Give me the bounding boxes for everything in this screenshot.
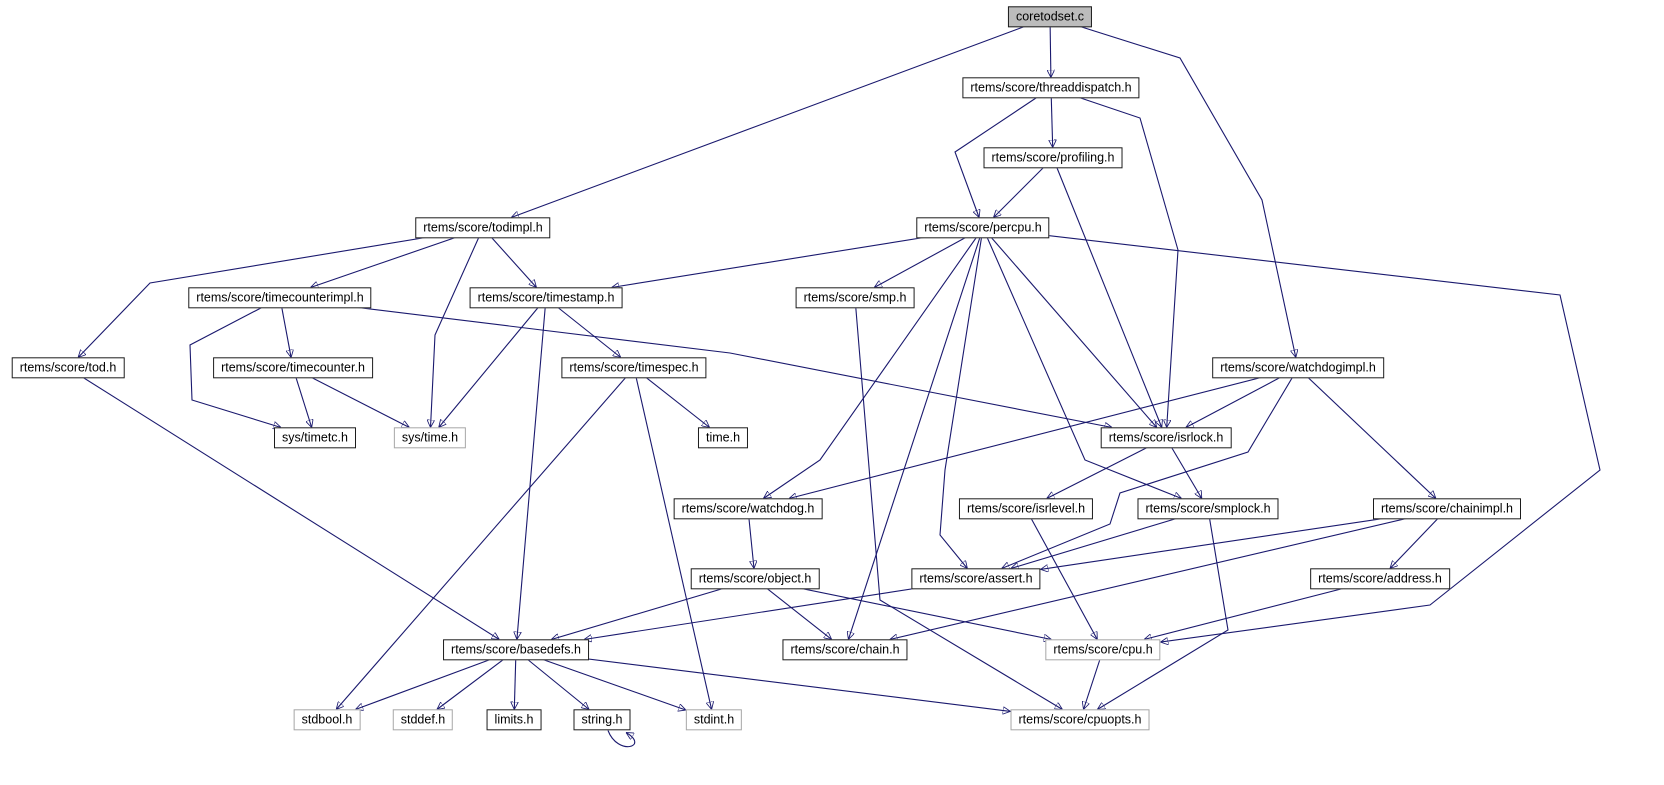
edge-threaddispatch-percpu [954, 87, 1052, 218]
node-label: rtems/score/timecounter.h [221, 360, 365, 375]
edge-smp-cpuopts [854, 297, 1063, 710]
node-smplock[interactable]: rtems/score/smplock.h [1137, 498, 1279, 520]
node-label: rtems/score/cpuopts.h [1018, 712, 1142, 727]
node-label: stdbool.h [301, 712, 353, 727]
node-chain[interactable]: rtems/score/chain.h [782, 639, 908, 661]
edge-smplock-cpuopts [1097, 508, 1229, 710]
edge-percpu-smplock [982, 227, 1182, 499]
node-label: sys/timetc.h [282, 430, 348, 445]
edge-chainimpl-chain [890, 508, 1448, 640]
node-string[interactable]: string.h [573, 709, 631, 731]
node-label: rtems/score/tod.h [19, 360, 117, 375]
node-label: rtems/score/smp.h [803, 290, 907, 305]
node-smp[interactable]: rtems/score/smp.h [795, 287, 915, 309]
edge-percpu-chain [848, 227, 984, 640]
node-basedefs[interactable]: rtems/score/basedefs.h [443, 639, 589, 661]
node-coretodset_c: coretodset.c [1007, 6, 1093, 28]
node-label: time.h [705, 430, 741, 445]
node-label: coretodset.c [1015, 9, 1085, 24]
edge-percpu-isrlock [982, 227, 1157, 428]
node-label: rtems/score/todimpl.h [423, 220, 543, 235]
node-label: rtems/score/assert.h [919, 571, 1033, 586]
edge-timespec-stdbool [336, 367, 635, 710]
edge-timespec-stdint [633, 367, 712, 710]
node-threaddispatch[interactable]: rtems/score/threaddispatch.h [962, 77, 1140, 99]
node-label: rtems/score/chain.h [790, 642, 900, 657]
edge-basedefs-cpuopts [515, 649, 1011, 711]
node-label: rtems/score/timespec.h [569, 360, 699, 375]
node-timecounter[interactable]: rtems/score/timecounter.h [213, 357, 373, 379]
node-label: rtems/score/percpu.h [924, 220, 1042, 235]
node-cpuopts: rtems/score/cpuopts.h [1010, 709, 1150, 731]
edge-watchdogimpl-assert [1002, 367, 1299, 569]
edge-percpu-cpu [982, 227, 1601, 642]
node-label: rtems/score/smplock.h [1145, 501, 1271, 516]
node-label: rtems/score/object.h [698, 571, 812, 586]
node-timecounterimpl[interactable]: rtems/score/timecounterimpl.h [188, 287, 372, 309]
node-cpu: rtems/score/cpu.h [1045, 639, 1161, 661]
edge-assert-basedefs [584, 578, 977, 640]
node-label: stdint.h [693, 712, 735, 727]
node-label: rtems/score/isrlevel.h [966, 501, 1086, 516]
edge-coretodset_c-watchdogimpl [1049, 16, 1296, 358]
node-label: rtems/score/chainimpl.h [1381, 501, 1513, 516]
node-label: stddef.h [400, 712, 446, 727]
node-stdbool: stdbool.h [293, 709, 361, 731]
edge-timestamp-basedefs [517, 297, 547, 640]
edge-watchdogimpl-watchdog [789, 367, 1299, 499]
node-timestamp[interactable]: rtems/score/timestamp.h [469, 287, 623, 309]
node-watchdogimpl[interactable]: rtems/score/watchdogimpl.h [1212, 357, 1384, 379]
node-label: sys/time.h [401, 430, 459, 445]
edge-timecounterimpl-sys_timetc [189, 297, 281, 428]
node-label: rtems/score/threaddispatch.h [970, 80, 1132, 95]
node-limits[interactable]: limits.h [486, 709, 542, 731]
edge-profiling-isrlock [1052, 157, 1162, 428]
node-label: string.h [581, 712, 623, 727]
node-label: rtems/score/watchdog.h [681, 501, 815, 516]
node-label: rtems/score/cpu.h [1053, 642, 1153, 657]
node-label: limits.h [494, 712, 534, 727]
edge-isrlevel-cpu [1025, 508, 1098, 640]
edge-todimpl-sys_time [431, 227, 484, 428]
node-time_h[interactable]: time.h [697, 427, 749, 449]
edge-timestamp-sys_time [439, 297, 547, 428]
node-isrlock[interactable]: rtems/score/isrlock.h [1100, 427, 1232, 449]
node-address[interactable]: rtems/score/address.h [1310, 568, 1450, 590]
node-label: rtems/score/timecounterimpl.h [196, 290, 364, 305]
node-sys_time: sys/time.h [393, 427, 467, 449]
node-assert[interactable]: rtems/score/assert.h [911, 568, 1041, 590]
node-object[interactable]: rtems/score/object.h [690, 568, 820, 590]
node-label: rtems/score/basedefs.h [451, 642, 581, 657]
node-profiling[interactable]: rtems/score/profiling.h [983, 147, 1123, 169]
node-isrlevel[interactable]: rtems/score/isrlevel.h [958, 498, 1094, 520]
node-tod[interactable]: rtems/score/tod.h [11, 357, 125, 379]
node-stdint: stdint.h [685, 709, 743, 731]
edge-threaddispatch-isrlock [1050, 87, 1179, 428]
node-timespec[interactable]: rtems/score/timespec.h [561, 357, 707, 379]
edge-string-string [607, 730, 636, 748]
node-todimpl[interactable]: rtems/score/todimpl.h [415, 217, 551, 239]
node-label: rtems/score/isrlock.h [1108, 430, 1224, 445]
edge-percpu-watchdog [763, 227, 984, 499]
edge-tod-basedefs [67, 367, 499, 640]
edge-coretodset_c-todimpl [511, 16, 1051, 218]
edge-watchdogimpl-chainimpl [1297, 367, 1436, 499]
node-label: rtems/score/profiling.h [991, 150, 1115, 165]
edge-timecounterimpl-isrlock [279, 297, 1112, 428]
node-chainimpl[interactable]: rtems/score/chainimpl.h [1373, 498, 1521, 520]
node-label: rtems/score/timestamp.h [477, 290, 615, 305]
node-watchdog[interactable]: rtems/score/watchdog.h [673, 498, 823, 520]
edge-todimpl-tod [78, 227, 484, 358]
node-sys_timetc[interactable]: sys/timetc.h [274, 427, 356, 449]
node-label: rtems/score/address.h [1318, 571, 1442, 586]
node-percpu[interactable]: rtems/score/percpu.h [916, 217, 1050, 239]
node-stddef: stddef.h [392, 709, 454, 731]
edge-percpu-assert [939, 227, 984, 569]
node-label: rtems/score/watchdogimpl.h [1220, 360, 1376, 375]
